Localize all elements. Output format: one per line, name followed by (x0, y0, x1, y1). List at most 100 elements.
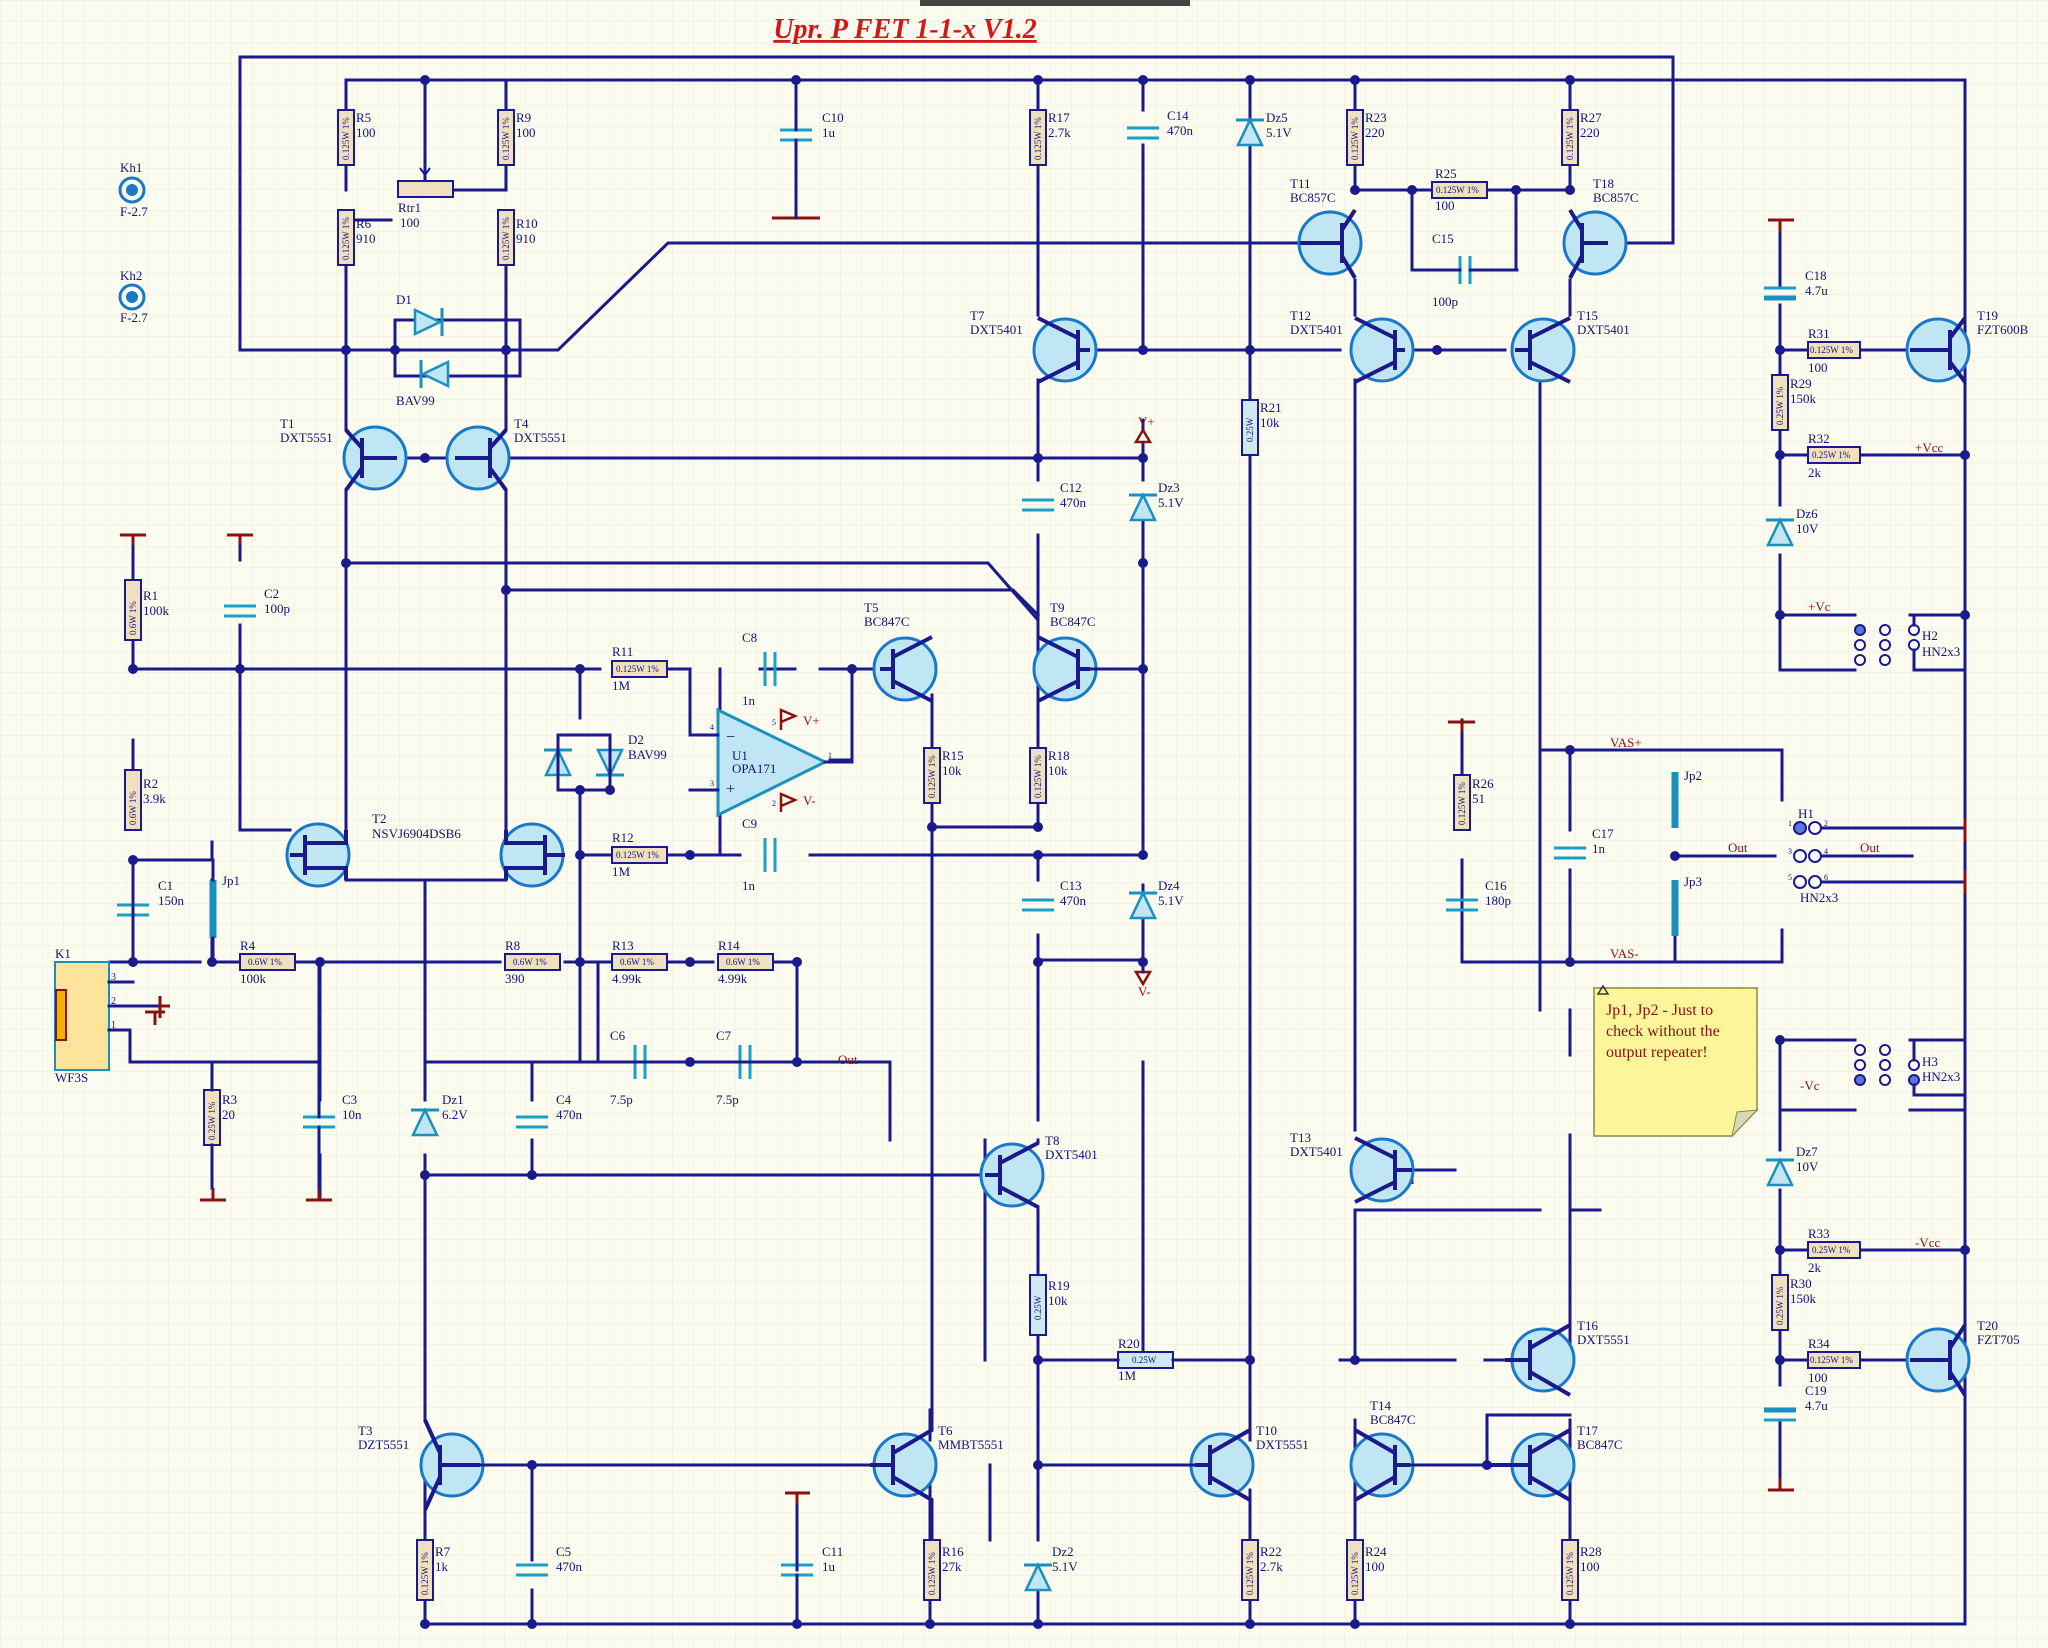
t13-ref: T13 (1290, 1130, 1311, 1145)
jumper-jp2[interactable]: Jp2 (1671, 768, 1702, 828)
diode-d1[interactable]: D1 BAV99 (396, 292, 450, 408)
transistor-t8[interactable]: T8 DXT5401 (979, 1133, 1098, 1209)
t3-value: DZT5551 (358, 1437, 409, 1452)
header-h2[interactable]: H2 HN2x3 (1854, 613, 1967, 672)
k1-pin3: 3 (111, 972, 116, 983)
transistor-t20[interactable]: T20 FZT705 (1905, 1318, 2020, 1397)
trimmer-rtr1[interactable]: Rtr1 100 (397, 80, 454, 230)
header-h1[interactable]: H1 HN2x3 1 2 3 4 5 6 (1788, 806, 1838, 905)
capacitor-c10[interactable]: C10 1u (780, 78, 844, 220)
kh2-mounting-hole[interactable]: Kh2 F-2.7 (118, 268, 148, 325)
transistor-t9[interactable]: T9 BC847C (1032, 600, 1098, 703)
transistor-t1[interactable]: T1 DXT5551 (280, 416, 408, 492)
header-h3[interactable]: H3 HN2x3 (1854, 1038, 1967, 1097)
jumper-jp3[interactable]: Jp3 (1671, 874, 1702, 936)
transistor-t18[interactable]: T18 BC857C (1562, 176, 1639, 279)
diode-d2[interactable]: D2 BAV99 (544, 732, 667, 792)
kh1-mounting-hole[interactable]: Kh1 F-2.7 (118, 160, 148, 219)
jp2-ref: Jp2 (1684, 768, 1702, 783)
transistor-t15[interactable]: T15 DXT5401 (1510, 308, 1630, 384)
capacitor-c7[interactable]: C77.5p (688, 1028, 882, 1107)
connector-k1[interactable]: K1 WF3S 3 2 1 (54, 946, 322, 1085)
sticky-note[interactable]: Jp1, Jp2 - Just to check without the out… (1593, 984, 1759, 1138)
transistor-t10[interactable]: T10 DXT5551 (1189, 1423, 1309, 1502)
transistor-t11[interactable]: T11 BC857C (1290, 176, 1363, 280)
jumper-jp1[interactable]: Jp1 (209, 858, 240, 964)
transistor-t17[interactable]: T17 BC847C (1487, 1423, 1623, 1502)
transistor-t13[interactable]: T13 DXT5401 (1290, 1130, 1415, 1204)
transistor-t16[interactable]: T16 DXT5551 (1505, 1318, 1630, 1397)
transistor-t6[interactable]: T6 MMBT5551 (870, 1423, 1004, 1502)
resistor-r2[interactable]: 0.6W 1%R23.9k (124, 769, 166, 831)
top-scroll-tab[interactable] (920, 0, 1190, 6)
dz2-value: 5.1V (1052, 1559, 1078, 1574)
transistor-t14[interactable]: T14 BC847C (1349, 1398, 1416, 1502)
t1-value: DXT5551 (280, 430, 333, 445)
transistor-t7[interactable]: T7 DXT5401 (970, 308, 1098, 384)
transistor-t19[interactable]: T19 FZT600B (1905, 308, 2029, 384)
transistor-t4[interactable]: T4 DXT5551 (445, 416, 567, 492)
capacitor-c6[interactable]: C67.5p (578, 1028, 692, 1107)
r10-value: 910 (516, 231, 536, 246)
transistor-t12[interactable]: T12 DXT5401 (1290, 308, 1415, 384)
transistor-t3[interactable]: T3 DZT5551 (358, 1419, 485, 1511)
transistor-t5[interactable]: T5 BC847C (864, 600, 938, 703)
opamp-u1[interactable]: − + U1 OPA171 V+ V- 4 5 1 3 2 (688, 707, 854, 818)
